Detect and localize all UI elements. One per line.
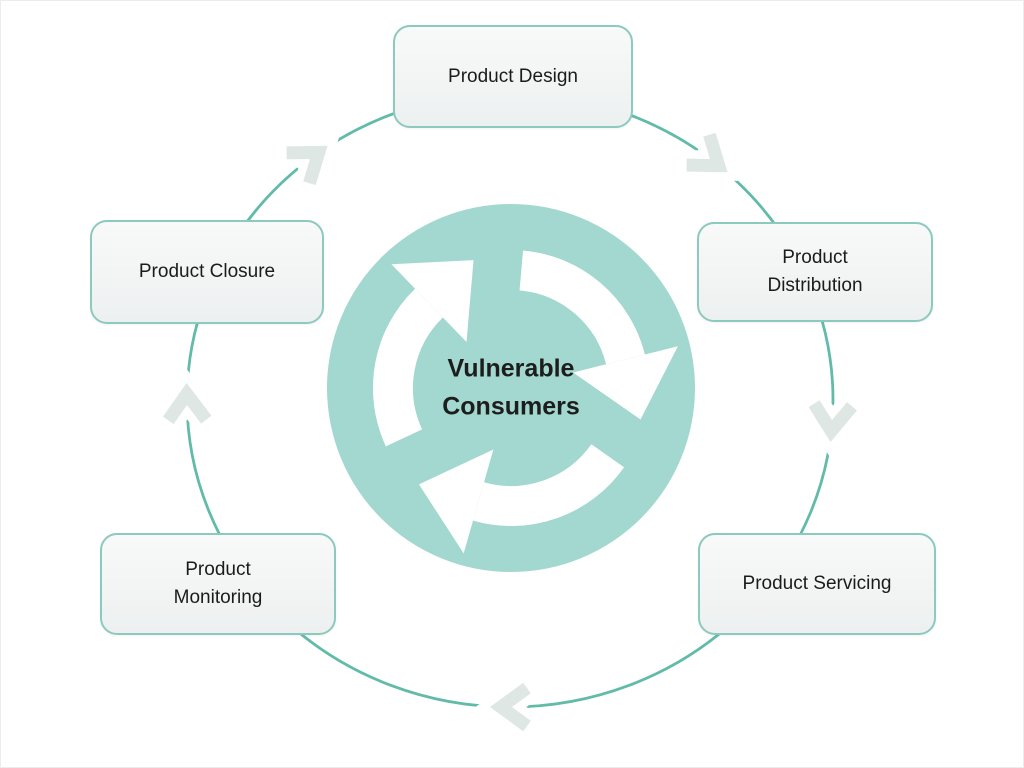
chevron-icon-top-right (686, 130, 740, 181)
node-product-closure: Product Closure (90, 220, 324, 324)
node-product-distribution: Product Distribution (697, 222, 933, 322)
center-label: Vulnerable Consumers (442, 354, 580, 421)
chevron-icon-left (156, 368, 219, 429)
cycle-arrow-icon-right (518, 250, 678, 420)
cycle-arrow-icon-bottom (418, 443, 625, 554)
node-product-servicing: Product Servicing (698, 533, 936, 635)
node-label: Product Design (448, 65, 578, 87)
cycle-arrow-icon-left (372, 260, 474, 447)
node-product-design: Product Design (393, 25, 633, 128)
chevron-icon-right (801, 395, 864, 457)
node-label: Product Distribution (767, 247, 863, 296)
node-label: Product Monitoring (173, 559, 263, 608)
chevron-icon-bottom (475, 675, 536, 739)
node-product-monitoring: Product Monitoring (100, 533, 336, 635)
node-label: Product Closure (138, 261, 276, 283)
node-label: Product Servicing (742, 573, 892, 595)
chevron-icon-top-left (286, 137, 340, 188)
